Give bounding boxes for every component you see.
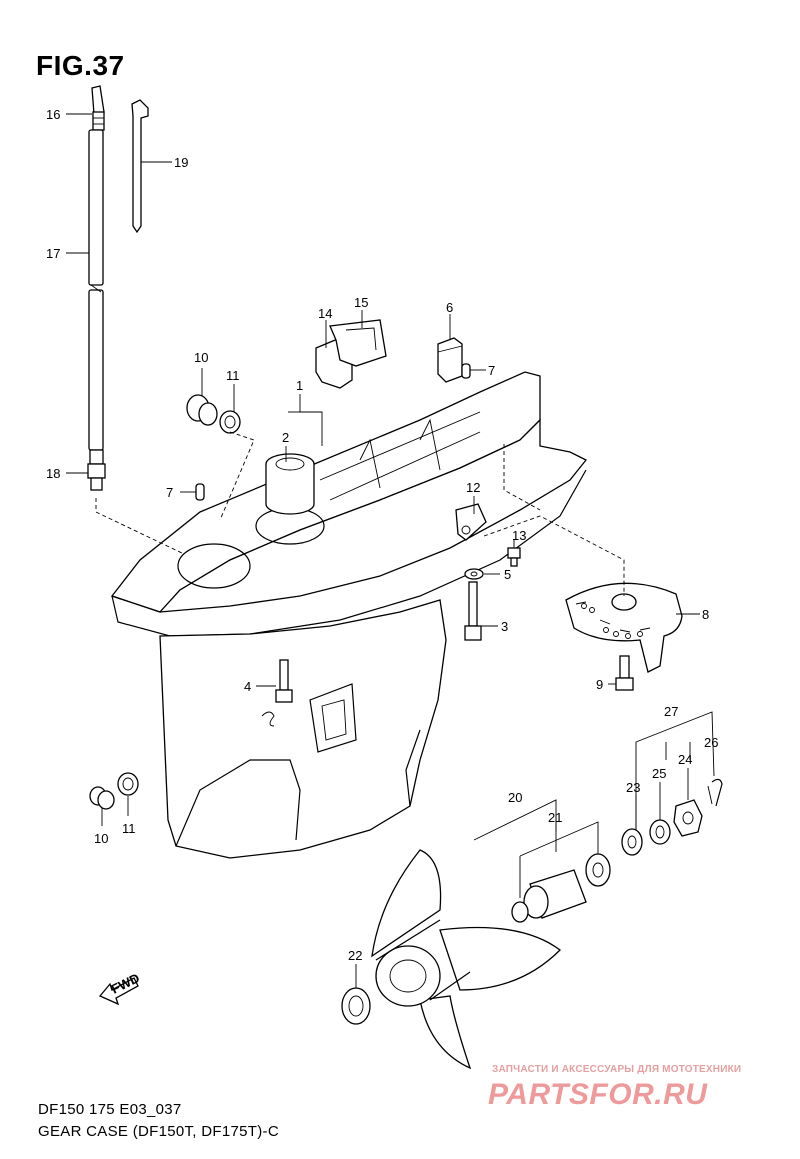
part-propeller — [371, 849, 561, 1070]
part-washer-25 — [649, 819, 671, 845]
callout-26: 26 — [704, 735, 718, 750]
callout-8: 8 — [702, 607, 709, 622]
part-clamp — [315, 319, 387, 389]
part-bolt-13 — [507, 547, 521, 567]
callout-5: 5 — [504, 567, 511, 582]
watermark-tagline: ЗАПЧАСТИ И АКСЕССУАРЫ ДЛЯ МОТОТЕХНИКИ — [492, 1064, 742, 1075]
callout-1: 1 — [296, 378, 303, 393]
callout-labels: 16 19 17 18 14 15 6 7 10 11 1 2 7 12 13 … — [46, 107, 718, 963]
callout-7a: 7 — [488, 363, 495, 378]
watermark-brand: PARTSFOR.RU — [488, 1078, 708, 1111]
assembly-dashed-lines — [95, 431, 625, 596]
part-shift-rod — [88, 129, 104, 451]
callout-17: 17 — [46, 246, 60, 261]
part-bolt-4 — [275, 659, 293, 703]
part-washer-23 — [621, 828, 643, 856]
callout-7b: 7 — [166, 485, 173, 500]
callout-24: 24 — [678, 752, 692, 767]
callout-10b: 10 — [94, 831, 108, 846]
callout-13: 13 — [512, 528, 526, 543]
callout-12: 12 — [466, 480, 480, 495]
part-washer-5 — [464, 568, 484, 580]
part-gear-case-housing — [110, 371, 588, 859]
part-rod-lower-connector — [87, 449, 106, 491]
part-bolt-3 — [464, 581, 482, 641]
leader-lines — [66, 113, 715, 988]
callout-4: 4 — [244, 679, 251, 694]
callout-11b: 11 — [122, 821, 136, 836]
part-washer-upper — [219, 410, 241, 434]
callout-18: 18 — [46, 466, 60, 481]
callout-23: 23 — [626, 780, 640, 795]
part-plug-upper — [186, 394, 218, 426]
callout-15: 15 — [354, 295, 368, 310]
callout-2: 2 — [282, 430, 289, 445]
part-plug-lower — [89, 786, 115, 810]
callout-27: 27 — [664, 704, 678, 719]
figure-code: DF150 175 E03_037 — [38, 1101, 182, 1118]
part-prop-bushing — [511, 853, 611, 923]
callout-16: 16 — [46, 107, 60, 122]
callout-3: 3 — [501, 619, 508, 634]
part-prop-nut — [673, 799, 703, 837]
callout-22: 22 — [348, 948, 362, 963]
part-trim-tab-anode — [565, 582, 683, 673]
part-washer-lower — [117, 772, 139, 796]
part-bolt-9 — [615, 655, 634, 691]
part-thrust-spacer — [341, 987, 371, 1025]
callout-10a: 10 — [194, 350, 208, 365]
callout-6: 6 — [446, 300, 453, 315]
part-cable-tie — [131, 99, 149, 234]
part-shift-rod-connector — [91, 85, 105, 131]
fwd-arrow: FWD — [98, 970, 142, 1006]
callout-11a: 11 — [226, 368, 240, 383]
callout-19: 19 — [174, 155, 188, 170]
part-anode-block — [437, 337, 463, 383]
figure-title: FIG.37 — [36, 50, 125, 81]
callout-14: 14 — [318, 306, 332, 321]
part-cotter-pin — [707, 778, 723, 807]
figure-description: GEAR CASE (DF150T, DF175T)-C — [38, 1123, 279, 1140]
callout-20: 20 — [508, 790, 522, 805]
part-pin-left — [195, 483, 205, 501]
callout-25: 25 — [652, 766, 666, 781]
callout-9: 9 — [596, 677, 603, 692]
part-pin-upper — [461, 363, 471, 379]
callout-21: 21 — [548, 810, 562, 825]
